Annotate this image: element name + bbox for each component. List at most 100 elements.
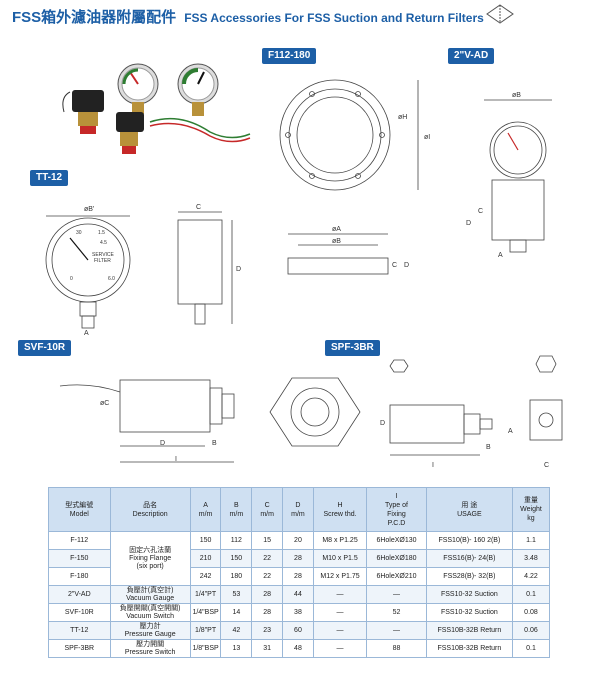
cell-H: M12 x P1.75 bbox=[312, 567, 368, 586]
gauge-filter-text: FILTER bbox=[94, 258, 111, 264]
section-tag-f112: F112-180 bbox=[262, 48, 317, 64]
gauge-num-45: 4.5 bbox=[100, 240, 107, 246]
dim-C-vad: C bbox=[478, 208, 484, 215]
dim-D-svf: D bbox=[160, 440, 166, 447]
title-zh: FSS箱外濾油器附屬配件 bbox=[12, 9, 177, 26]
dim-C-tt12: C bbox=[196, 204, 202, 211]
cell-B: 13 bbox=[220, 639, 253, 658]
cell-A: 150 bbox=[189, 531, 222, 550]
cell-A: 1/8"BSP bbox=[189, 639, 222, 658]
cell-A: 1/4"PT bbox=[189, 585, 222, 604]
cell-weight: 0.1 bbox=[511, 639, 551, 658]
cell-model: F-112 bbox=[48, 531, 111, 550]
cell-I: — bbox=[366, 621, 427, 640]
cell-I: 6HoleXØ210 bbox=[366, 567, 427, 586]
dim-phiC-svf: øC bbox=[100, 400, 110, 407]
cell-D: 20 bbox=[282, 531, 314, 550]
cell-C: 28 bbox=[251, 603, 284, 622]
cell-D: 60 bbox=[282, 621, 314, 640]
cell-model: 2"V-AD bbox=[48, 585, 111, 604]
dim-phiB-flange: øB bbox=[332, 238, 341, 245]
gauge-num-0: 0 bbox=[70, 276, 73, 282]
dim-phiI: øI bbox=[424, 134, 431, 141]
dim-C-spf: C bbox=[544, 462, 550, 469]
cell-D: 44 bbox=[282, 585, 314, 604]
cell-C: 23 bbox=[251, 621, 284, 640]
cell-A: 242 bbox=[189, 567, 222, 586]
dim-A-spf: A bbox=[508, 428, 513, 435]
cell-model: SVF-10R bbox=[48, 603, 111, 622]
cell-D: 28 bbox=[282, 567, 314, 586]
cell-H: — bbox=[312, 621, 368, 640]
cell-H: — bbox=[312, 603, 368, 622]
gauge-service-text: SERVICE bbox=[92, 252, 114, 258]
cell-C: 15 bbox=[251, 531, 284, 550]
dim-I-spf: I bbox=[432, 462, 434, 469]
cell-C: 22 bbox=[251, 567, 284, 586]
section-tag-spf: SPF-3BR bbox=[325, 340, 380, 356]
section-tag-tt12: TT-12 bbox=[30, 170, 69, 186]
cell-H: — bbox=[312, 585, 368, 604]
cell-I: 52 bbox=[366, 603, 427, 622]
cell-C: 22 bbox=[251, 549, 284, 568]
cell-I: — bbox=[366, 585, 427, 604]
cell-D: 48 bbox=[282, 639, 314, 658]
dim-phiH: øH bbox=[398, 114, 408, 121]
cell-usage: FSS28(B)- 32(B) bbox=[425, 567, 513, 586]
cell-C: 28 bbox=[251, 585, 284, 604]
cell-B: 42 bbox=[220, 621, 253, 640]
cell-weight: 4.22 bbox=[511, 567, 551, 586]
dim-phiB-tt12: øB' bbox=[84, 206, 95, 213]
cell-I: 88 bbox=[366, 639, 427, 658]
title-en: FSS Accessories For FSS Suction and Retu… bbox=[184, 11, 484, 25]
cell-H: M8 x P1.25 bbox=[312, 531, 368, 550]
cell-usage: FSS16(B)- 24(B) bbox=[425, 549, 513, 568]
gauge-num-15: 1.5 bbox=[98, 230, 105, 236]
cell-B: 180 bbox=[220, 567, 253, 586]
gauge-num-60: 6.0 bbox=[108, 276, 115, 282]
dim-I-svf: I bbox=[175, 456, 177, 463]
cell-B: 150 bbox=[220, 549, 253, 568]
dim-phiA-flange: øA bbox=[332, 226, 341, 233]
dim-D-spf: D bbox=[380, 420, 386, 427]
cell-model: SPF-3BR bbox=[48, 639, 111, 658]
technical-drawings bbox=[45, 79, 563, 463]
cell-usage: FSS10(B)- 160 2(B) bbox=[425, 531, 513, 550]
cell-B: 14 bbox=[220, 603, 253, 622]
cell-A: 210 bbox=[189, 549, 222, 568]
dim-B-svf: B bbox=[212, 440, 217, 447]
dim-B-spf: B bbox=[486, 444, 491, 451]
dim-phiB-vad: øB bbox=[512, 92, 521, 99]
cell-H: M10 x P1.5 bbox=[312, 549, 368, 568]
cell-usage: FSS10-32 Suction bbox=[425, 585, 513, 604]
cell-weight: 3.48 bbox=[511, 549, 551, 568]
cell-weight: 1.1 bbox=[511, 531, 551, 550]
cell-I: 6HoleXØ130 bbox=[366, 531, 427, 550]
page-header: FSS箱外濾油器附屬配件 FSS Accessories For FSS Suc… bbox=[12, 6, 484, 28]
cell-weight: 0.1 bbox=[511, 585, 551, 604]
cell-weight: 0.08 bbox=[511, 603, 551, 622]
cell-weight: 0.06 bbox=[511, 621, 551, 640]
cell-usage: FSS10B-32B Return bbox=[425, 621, 513, 640]
dim-A-tt12: A bbox=[84, 330, 89, 337]
cell-A: 1/8"PT bbox=[189, 621, 222, 640]
cell-usage: FSS10B-32B Return bbox=[425, 639, 513, 658]
cell-description: 負壓計(真空計)Vacuum Gauge bbox=[109, 585, 191, 604]
cell-A: 1/4"BSP bbox=[189, 603, 222, 622]
